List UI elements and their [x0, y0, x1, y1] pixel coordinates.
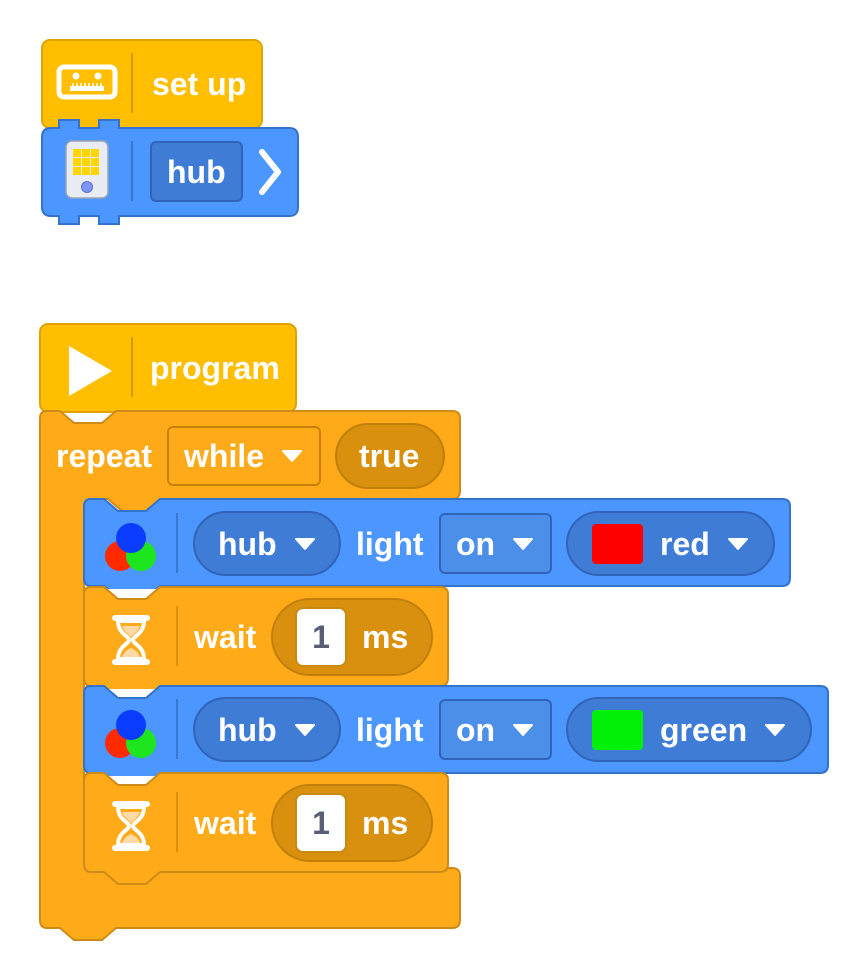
repeat-mode-label: while [184, 438, 265, 474]
separator [176, 606, 178, 666]
color-swatch [592, 524, 643, 564]
duration-value[interactable]: 1 [295, 607, 347, 667]
state-dropdown[interactable] [439, 513, 552, 574]
hub-device-icon [65, 140, 109, 200]
duration-value[interactable]: 1 [295, 793, 347, 853]
hourglass-icon [110, 614, 152, 666]
wait-label: wait [194, 805, 257, 841]
device-label: hub [218, 526, 277, 562]
separator [176, 513, 178, 573]
device-name-label: hub [167, 154, 226, 190]
rgb-light-icon [104, 520, 158, 574]
device-name-field[interactable] [150, 141, 243, 202]
chevron-right-icon[interactable] [256, 148, 286, 196]
chevron-down-icon [294, 723, 316, 737]
duration-unit: ms [362, 805, 409, 841]
separator [176, 699, 178, 759]
device-dropdown[interactable] [193, 511, 341, 576]
color-label: green [660, 712, 748, 748]
chevron-down-icon [512, 537, 534, 551]
chevron-down-icon [512, 723, 534, 737]
separator [131, 141, 133, 201]
program-label: program [150, 350, 280, 386]
action-label: light [356, 712, 424, 748]
device-dropdown[interactable] [193, 697, 341, 762]
play-icon [66, 345, 114, 397]
separator [131, 337, 133, 397]
color-label: red [660, 526, 710, 562]
state-dropdown[interactable] [439, 699, 552, 760]
setup-icon [56, 62, 120, 102]
wait-label: wait [194, 619, 257, 655]
condition-slot[interactable] [335, 423, 445, 489]
chevron-down-icon [281, 449, 303, 463]
duration-unit: ms [362, 619, 409, 655]
state-label: on [456, 526, 496, 562]
setup-hat-body[interactable] [41, 39, 263, 129]
state-label: on [456, 712, 496, 748]
separator [176, 792, 178, 852]
separator [131, 53, 133, 113]
action-label: light [356, 526, 424, 562]
rgb-light-icon [104, 707, 158, 761]
repeat-label: repeat [56, 438, 153, 474]
hourglass-icon [110, 800, 152, 852]
color-swatch [592, 710, 643, 750]
chevron-down-icon [764, 723, 786, 737]
chevron-down-icon [727, 537, 749, 551]
chevron-down-icon [294, 537, 316, 551]
setup-label: set up [152, 66, 247, 102]
device-label: hub [218, 712, 277, 748]
condition-label: true [359, 438, 420, 474]
